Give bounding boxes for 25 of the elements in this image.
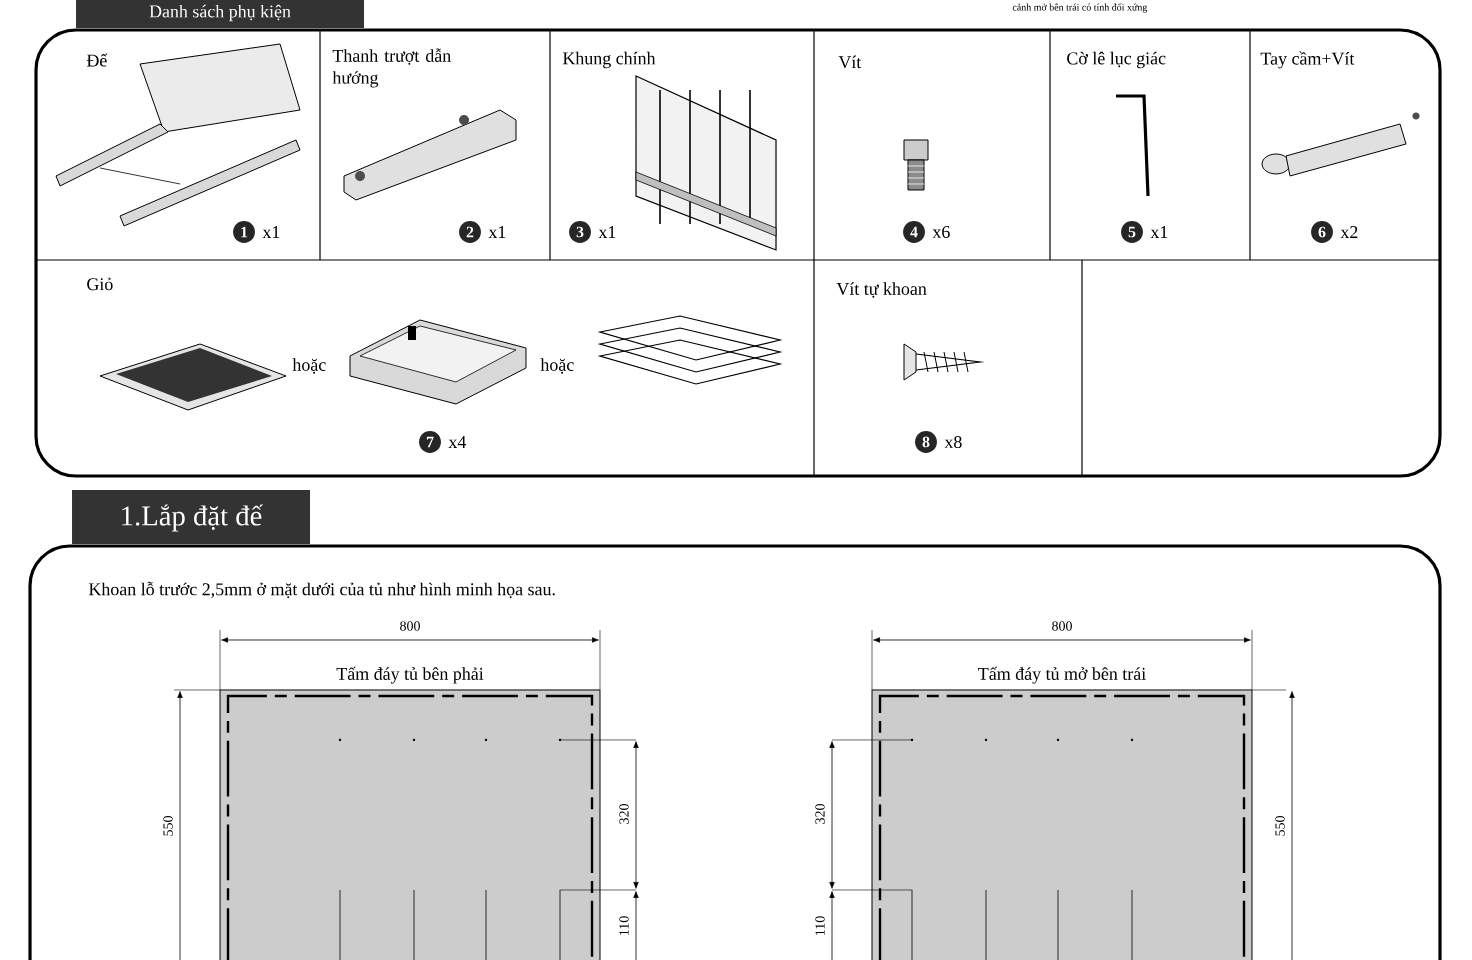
item-name: Thanh trượt dẫn hướng — [332, 48, 451, 88]
item-name: Cờ lê lục giác — [1067, 51, 1166, 69]
quantity-label: x6 — [932, 225, 950, 239]
quantity-label: x8 — [944, 435, 962, 449]
quantity-label: x4 — [448, 436, 467, 448]
item-name: Giỏ — [87, 277, 113, 291]
item-name: Vít — [838, 55, 862, 69]
cabinet-panel-drawing: Tấm đáy tủ mở bên trái — [871, 666, 1253, 960]
quantity-label: x1 — [262, 226, 280, 238]
instruction-text: Khoan lỗ trước 2,5mm ở mặt dưới của tủ như hình minh họa sau. — [88, 581, 555, 599]
cabinet-panel-drawing: Tấm đáy tủ bên phải — [219, 666, 601, 960]
connector-word: hoặc — [540, 358, 574, 374]
quantity-label: x2 — [1340, 226, 1358, 238]
quantity-label: x1 — [598, 226, 616, 238]
connector-word: hoặc — [292, 358, 326, 374]
quantity-label: x1 — [1150, 226, 1168, 238]
quantity-label: x1 — [488, 226, 506, 238]
node-label: Tấm đáy tủ mở bên trái — [978, 666, 1146, 684]
item-name: Vít tự khoan — [836, 282, 927, 298]
node-label: Tấm đáy tủ bên phải — [336, 666, 484, 684]
section-tab: Danh sách phụ kiện — [76, 0, 364, 28]
item-name: Đế — [86, 53, 108, 67]
item-name: Tay cầm+Vít — [1260, 51, 1355, 69]
section-tab: 1.Lắp đặt đế — [72, 490, 310, 544]
item-name: Khung chính — [562, 51, 656, 69]
